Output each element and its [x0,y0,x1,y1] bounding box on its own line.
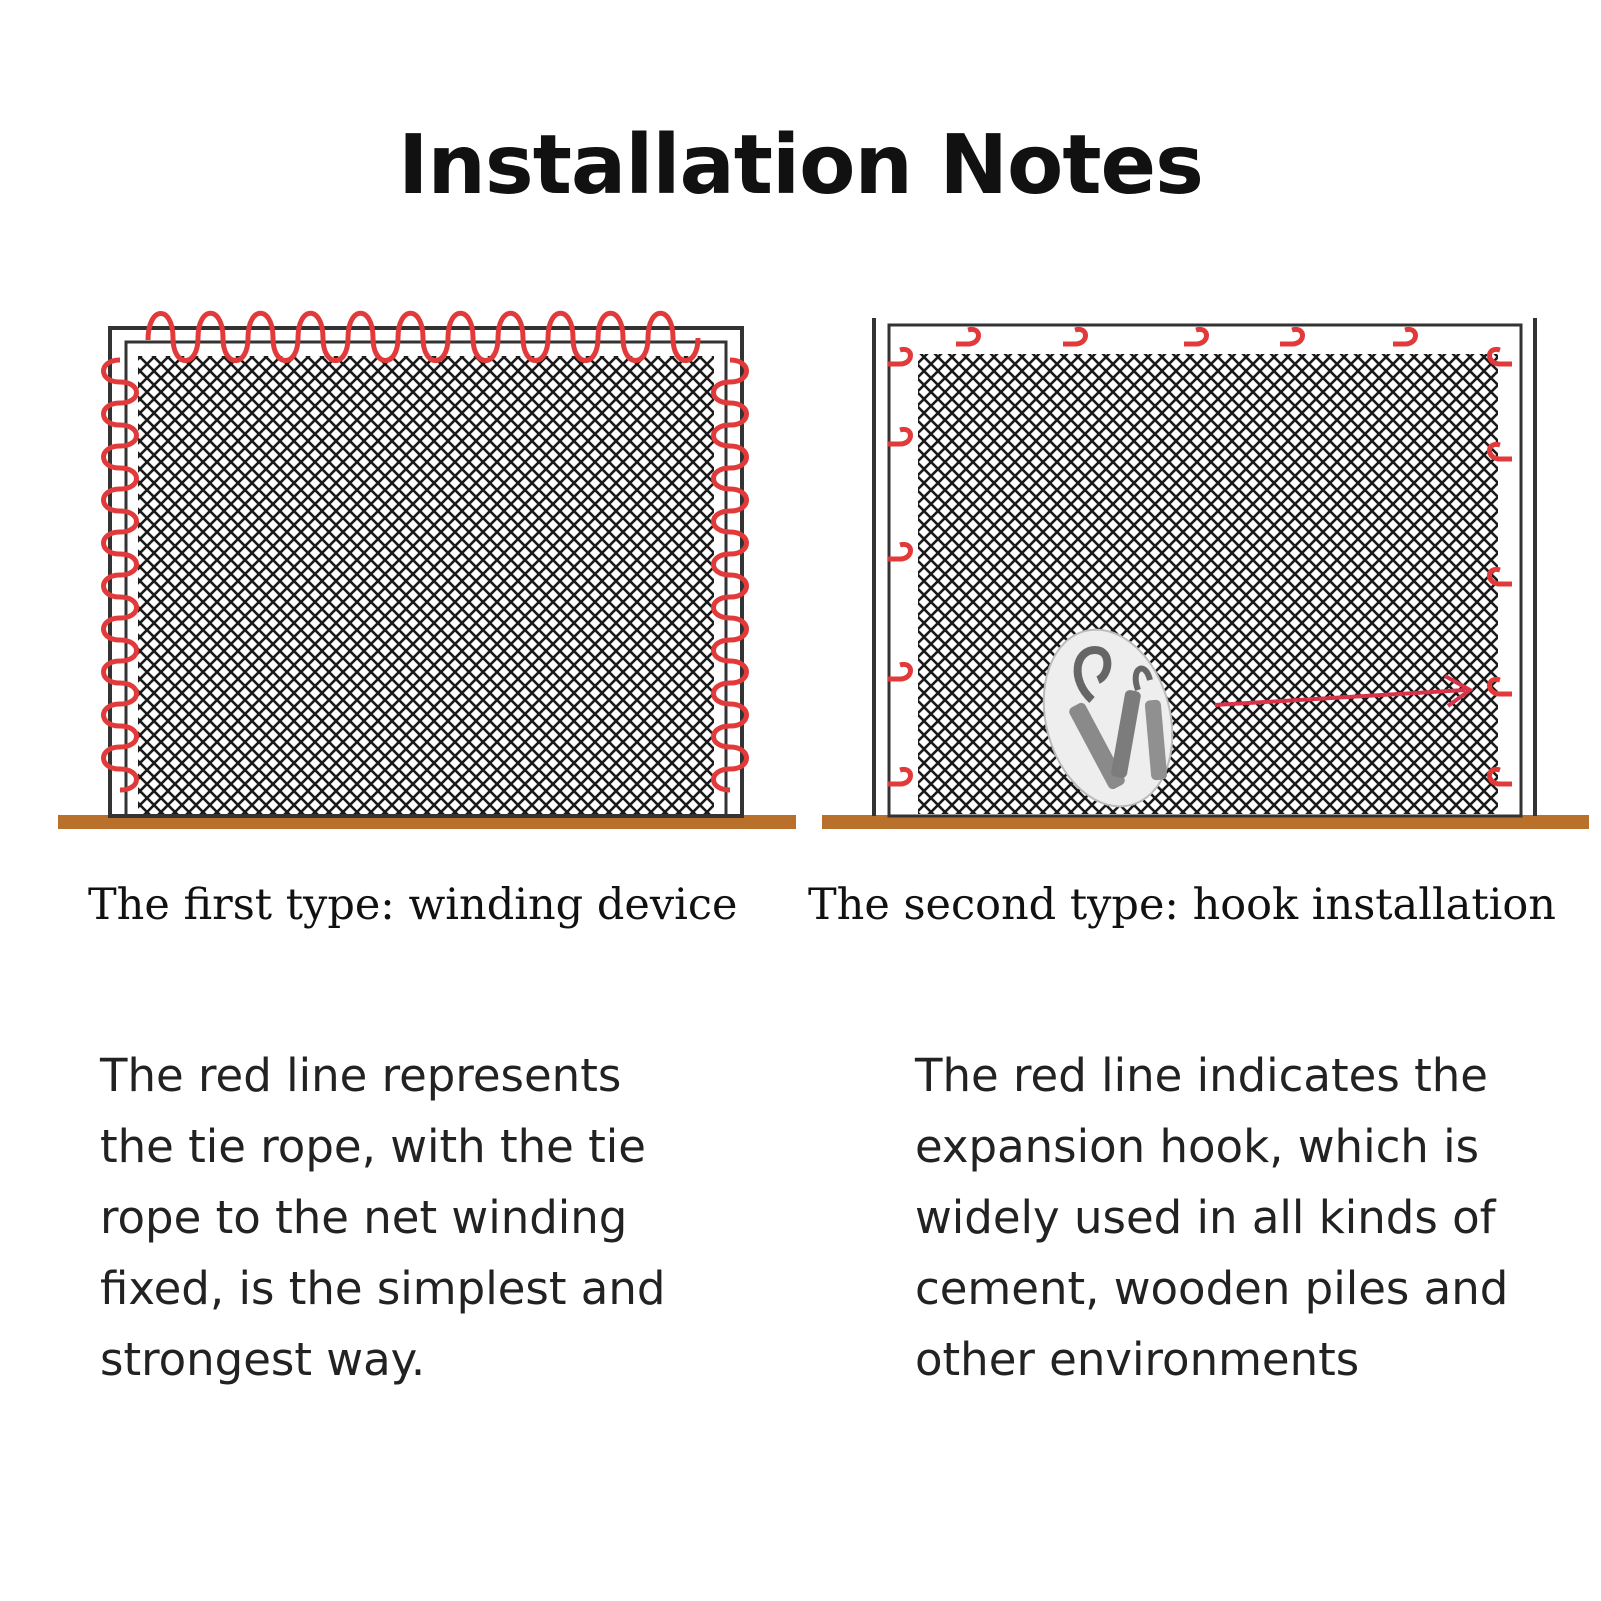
expansion-hook-mark [1487,676,1512,697]
frame-right [887,323,1523,818]
expansion-hook-mark [1487,441,1512,462]
left-caption: The first type: winding device [88,880,738,930]
expansion-hook-hardware-icon [1042,628,1174,808]
expansion-hook-mark [956,326,981,347]
right-caption: The second type: hook installation [808,880,1556,930]
expansion-hook-mark [888,541,913,562]
expansion-hook-mark [888,661,913,682]
expansion-hook-mark [1487,566,1512,587]
expansion-hook-mark [888,766,913,787]
expansion-hook-mark [1393,326,1418,347]
ground-right [822,815,1589,829]
page-title: Installation Notes [398,118,1204,213]
expansion-hook-mark [1063,326,1088,347]
ground-left [58,815,796,829]
left-description: The red line represents the tie rope, wi… [100,1049,666,1386]
tie-rope-top [145,310,701,363]
pointer-arrow-icon [1214,674,1474,708]
right-description: The red line indicates the expansion hoo… [915,1049,1509,1386]
expansion-hook-mark [1184,326,1209,347]
tie-rope-right [711,357,749,793]
expansion-hooks [888,326,1512,787]
expansion-hook-mark [1280,326,1305,347]
net-left [138,356,714,814]
tie-rope-left [101,357,139,793]
expansion-hook-mark [1487,346,1512,367]
expansion-hook-mark [888,346,913,367]
net-right [918,354,1498,814]
expansion-hook-mark [888,426,913,447]
hook-installation-diagram [822,318,1589,829]
inner-frame-left [124,340,728,818]
expansion-hook-mark [1487,766,1512,787]
winding-device-diagram [58,310,796,829]
